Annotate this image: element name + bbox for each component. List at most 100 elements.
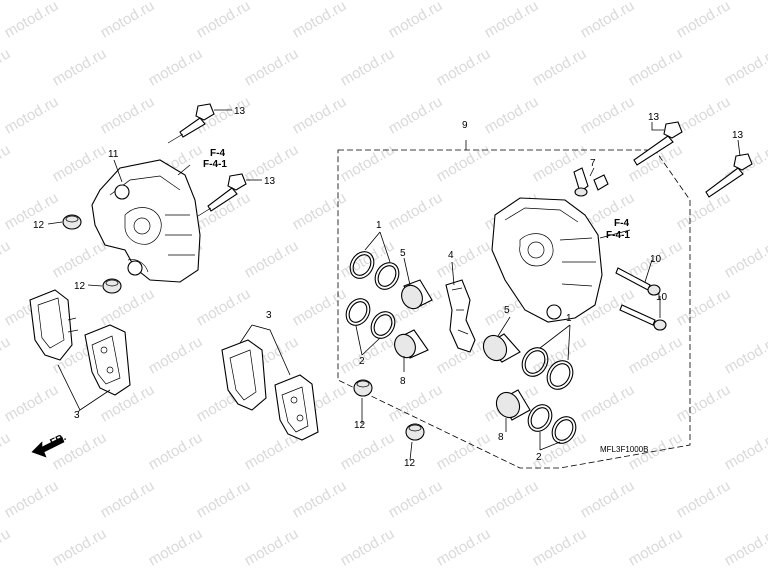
watermark-text: motod.ru [338,429,398,473]
watermark-text: motod.ru [0,141,13,185]
watermark-text: motod.ru [0,429,13,473]
callout-13: 13 [732,130,744,141]
watermark-text: motod.ru [146,45,206,89]
callout-13: 13 [648,112,660,123]
watermark-text: motod.ru [0,333,13,377]
watermark-text: motod.ru [722,333,768,377]
watermark-text: motod.ru [0,237,13,281]
watermark-text: motod.ru [626,525,686,569]
watermark-text: motod.ru [194,477,254,521]
callout-11: 11 [108,149,119,160]
watermark-text: motod.ru [2,477,62,521]
watermark-text: motod.ru [0,525,13,569]
callout-10: 10 [656,292,668,303]
watermark-text: motod.ru [2,381,62,425]
watermark-text: motod.ru [626,333,686,377]
pad-spring-4 [446,280,475,352]
watermark-text: motod.ru [578,0,638,41]
watermark-text: motod.ru [146,429,206,473]
dust-cap-12-left-upper [63,215,81,229]
watermark-text: motod.ru [290,477,350,521]
watermark-text: motod.ru [434,429,494,473]
watermark-text: motod.ru [674,477,734,521]
watermark-text: motod.ru [482,93,542,137]
callout-2: 2 [536,452,542,463]
watermark-text: motod.ru [194,285,254,329]
watermark-text: motod.ru [578,477,638,521]
watermark-text: motod.ru [290,0,350,41]
watermark-text: motod.ru [2,0,62,41]
pad-pin-10-lower [620,305,666,330]
watermark-text: motod.ru [674,93,734,137]
watermark-text: motod.ru [242,525,302,569]
callout-3: 3 [74,410,80,421]
front-label: FR. [49,432,68,449]
dust-cap-12-left-lower [103,279,121,293]
callout-12: 12 [74,281,86,292]
watermark-text: motod.ru [242,237,302,281]
watermark-text: motod.ru [434,141,494,185]
diagram-code: MFL3F1000B [600,445,648,454]
watermark-text: motod.ru [674,381,734,425]
callout-2: 2 [359,356,365,367]
watermark-text: motod.ru [290,285,350,329]
callout-1: 1 [376,220,382,231]
watermark-text: motod.ru [722,525,768,569]
watermark-text: motod.ru [338,45,398,89]
watermark-text: motod.ru [98,93,158,137]
watermark-text: motod.ru [386,93,446,137]
watermark-text: motod.ru [2,93,62,137]
ref-label-f41-right: F-4-1 [606,230,630,241]
callout-8: 8 [498,432,504,443]
watermark-text: motod.ru [338,141,398,185]
watermark-text: motod.ru [482,477,542,521]
callout-12: 12 [404,458,416,469]
ref-label-f4-left: F-4 [210,148,225,159]
watermark-text: motod.ru [722,237,768,281]
watermark-text: motod.ru [146,525,206,569]
watermark-text: motod.ru [674,189,734,233]
watermark-text: motod.ru [50,141,110,185]
watermark-text: motod.ru [146,333,206,377]
brake-pad-left-b [85,325,130,395]
watermark-text: motod.ru [98,477,158,521]
bleeder-valve-6 [574,168,588,196]
watermark-text: motod.ru [530,525,590,569]
watermark-text: motod.ru [674,285,734,329]
callout-12: 12 [354,420,366,431]
watermark-text: motod.ru [626,45,686,89]
watermark-text: motod.ru [386,381,446,425]
watermark-text: motod.ru [386,477,446,521]
ref-label-f41-left: F-4-1 [203,159,227,170]
piston-8-upper [391,330,428,361]
watermark-text: motod.ru [578,93,638,137]
watermark-text: motod.ru [338,333,398,377]
watermark-text: motod.ru [578,381,638,425]
watermark-text: motod.ru [290,189,350,233]
dust-cap-12-middle [354,380,372,396]
brake-pad-middle-b [275,375,318,440]
callout-10: 10 [650,254,662,265]
watermark-text: motod.ru [434,237,494,281]
watermark-text: motod.ru [242,45,302,89]
callout-5: 5 [504,305,510,316]
callout-13: 13 [264,176,276,187]
watermark-text: motod.ru [722,45,768,89]
watermark-text: motod.ru [674,0,734,41]
callout-5: 5 [400,248,406,259]
watermark-text: motod.ru [338,525,398,569]
watermark-text: motod.ru [530,45,590,89]
callout-13: 13 [234,106,246,117]
dust-cap-12-bottom [406,424,424,440]
watermark-text: motod.ru [386,189,446,233]
watermark-text: motod.ru [2,189,62,233]
ref-label-f4-right: F-4 [614,218,629,229]
callout-4: 4 [448,250,454,261]
watermark-text: motod.ru [386,0,446,41]
callout-3: 3 [266,310,272,321]
watermark-text: motod.ru [50,237,110,281]
callout-7: 7 [590,158,596,169]
watermark-text: motod.ru [0,45,13,89]
watermark-text: motod.ru [722,429,768,473]
